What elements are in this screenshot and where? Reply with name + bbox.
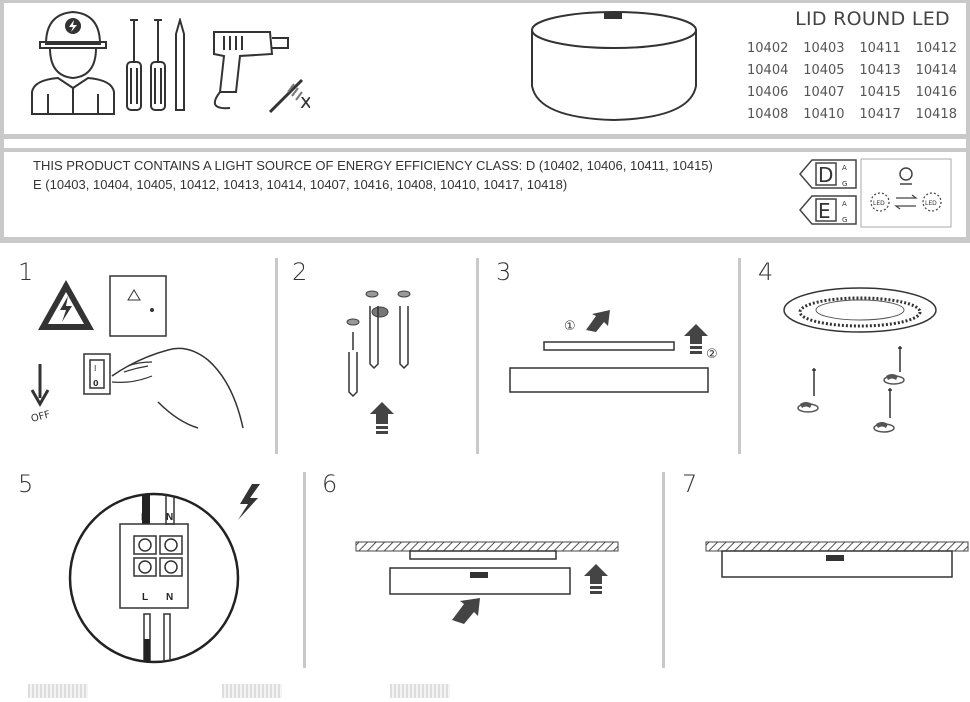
installer-icon (31, 10, 115, 115)
neutral-label-top: N (166, 512, 173, 523)
step-number-4: 4 (758, 258, 774, 286)
code: 10411 (859, 41, 901, 56)
energy-class-text: THIS PRODUCT CONTAINS A LIGHT SOURCE OF … (33, 156, 793, 194)
up-arrow-icon (684, 324, 708, 354)
replaceable-led-icon: LED LED (860, 158, 952, 228)
marker-2: ② (706, 347, 718, 362)
up-arrow-icon (370, 402, 394, 434)
code: 10408 (747, 107, 789, 122)
live-label-bottom: L (142, 592, 148, 603)
code: 10417 (859, 107, 901, 122)
step-number-5: 5 (18, 470, 34, 498)
code-row: 10408 10410 10417 10418 (747, 104, 957, 126)
code: 10403 (803, 41, 845, 56)
left-frame (0, 0, 4, 243)
code: 10410 (803, 107, 845, 122)
up-arrow-icon (584, 564, 608, 594)
footer-watermark (28, 684, 88, 698)
step-number-3: 3 (496, 258, 512, 286)
step-number-2: 2 (292, 258, 308, 286)
down-arrow-icon (30, 364, 50, 408)
energy-class-e: E (818, 199, 831, 223)
step2-dowel-illustration (346, 290, 411, 434)
lightning-icon (238, 484, 260, 520)
product-title: LID ROUND LED (795, 8, 950, 30)
step4-screw-illustration (783, 287, 937, 433)
drill-icon: x 3 (213, 31, 310, 114)
right-frame (966, 0, 970, 243)
led-right: LED (925, 200, 937, 207)
energy-bottom-rule (0, 237, 970, 243)
footer-watermark (222, 684, 282, 698)
code: 10404 (747, 63, 789, 78)
code-row: 10406 10407 10415 10416 (747, 82, 957, 104)
header-bottom-rule (0, 134, 970, 139)
code: 10406 (747, 85, 789, 100)
footer-watermark (390, 684, 450, 698)
multiplier-text: x 3 (300, 89, 310, 113)
scale-bottom-e: G (842, 216, 847, 224)
high-voltage-icon (38, 280, 94, 330)
code: 10418 (915, 107, 957, 122)
scale-top-d: A (842, 164, 847, 172)
top-frame (0, 0, 970, 3)
energy-line-1: THIS PRODUCT CONTAINS A LIGHT SOURCE OF … (33, 158, 713, 173)
screwdriver-icon (126, 18, 185, 111)
marker-1: ① (564, 319, 576, 334)
code: 10413 (859, 63, 901, 78)
code: 10412 (915, 41, 957, 56)
separator (476, 258, 479, 454)
neutral-label-bottom: N (166, 592, 173, 603)
energy-top-rule (0, 148, 970, 152)
tilt-arrow-icon (452, 598, 480, 624)
energy-line-2: E (10403, 10404, 10405, 10412, 10413, 10… (33, 177, 568, 192)
step6-attach-illustration (355, 541, 619, 624)
step1-power-off-illustration: I 0 OFF (30, 275, 244, 429)
product-lamp-image (531, 11, 697, 122)
switch-off-label: 0 (93, 379, 99, 388)
energy-class-d: D (818, 163, 833, 187)
code: 10402 (747, 41, 789, 56)
switch-on-label: I (94, 364, 96, 373)
code-row: 10402 10403 10411 10412 (747, 38, 957, 60)
tilt-arrow-icon (586, 310, 610, 332)
scale-top-e: A (842, 200, 847, 208)
step5-wiring-illustration: L N L N (68, 484, 260, 664)
step-number-1: 1 (18, 258, 34, 286)
code: 10405 (803, 63, 845, 78)
code: 10414 (915, 63, 957, 78)
code: 10416 (915, 85, 957, 100)
step3-mounting-illustration: ① ② (509, 310, 718, 393)
live-label-top: L (141, 512, 147, 523)
led-left: LED (873, 200, 885, 207)
step7-finished-illustration (705, 541, 969, 578)
energy-label-badges: D E A G A G (799, 159, 857, 225)
separator (662, 472, 665, 668)
separator (738, 258, 741, 454)
product-codes: 10402 10403 10411 10412 10404 10405 10413 1041… (747, 38, 957, 126)
separator (303, 472, 306, 668)
step-number-7: 7 (682, 470, 698, 498)
scale-bottom-d: G (842, 180, 847, 188)
code: 10407 (803, 85, 845, 100)
code-row: 10404 10405 10413 10414 (747, 60, 957, 82)
separator (275, 258, 278, 454)
off-label: OFF (30, 409, 52, 425)
code: 10415 (859, 85, 901, 100)
step-number-6: 6 (322, 470, 338, 498)
